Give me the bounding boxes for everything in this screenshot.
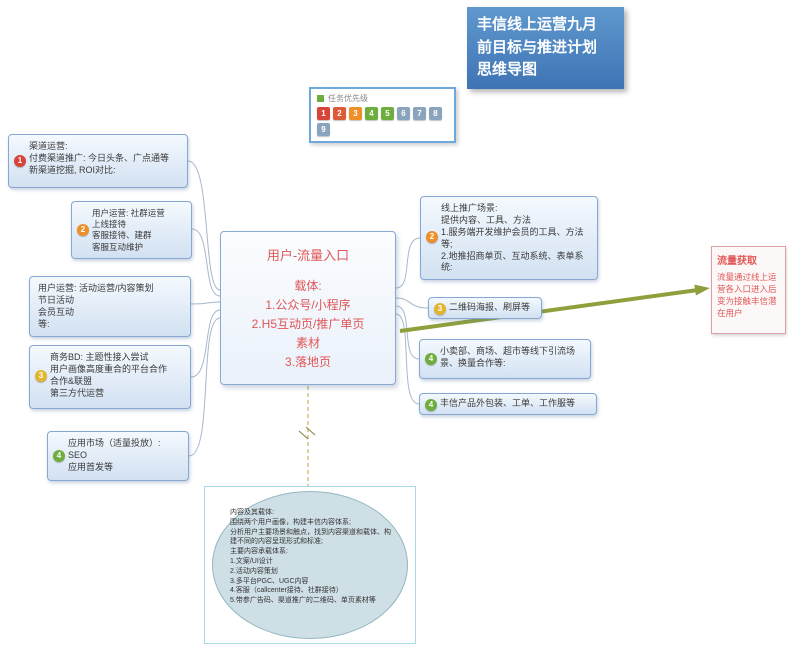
priority-6-button[interactable]: 6 xyxy=(397,107,410,120)
topic-business-bd[interactable]: 3 商务BD: 主题性接入尝试 用户画像高度重合的平台合作 合作&联盟 第三方代… xyxy=(29,345,191,409)
priority-4-button[interactable]: 4 xyxy=(365,107,378,120)
priority-3-icon: 3 xyxy=(434,303,446,315)
topic-text: 用户运营: 活动运营/内容策划 节日活动 会员互动 等: xyxy=(38,283,154,329)
priority-1-button[interactable]: 1 xyxy=(317,107,330,120)
priority-4-icon: 4 xyxy=(53,450,65,462)
map-title[interactable]: 丰信线上运营九月 前目标与推进计划 思维导图 xyxy=(467,7,624,89)
content-ellipse-shape xyxy=(212,491,408,639)
priority-5-button[interactable]: 5 xyxy=(381,107,394,120)
topic-text: 应用市场（适量投放）: SEO 应用首发等 xyxy=(68,438,161,472)
topic-text: 商务BD: 主题性接入尝试 用户画像高度重合的平台合作 合作&联盟 第三方代运营 xyxy=(50,352,168,398)
topic-product-packaging[interactable]: 4 丰信产品外包装、工单、工作服等 xyxy=(419,393,597,415)
relationship-dashed-line xyxy=(298,386,316,486)
connector xyxy=(395,313,420,405)
priority-7-button[interactable]: 7 xyxy=(413,107,426,120)
connector xyxy=(188,317,221,457)
legend-icon xyxy=(317,95,324,102)
topic-user-ops-community[interactable]: 2 用户运营: 社群运营 上线接待 客服接待、建群 客服互动维护 xyxy=(71,201,192,259)
priority-9-button[interactable]: 9 xyxy=(317,123,330,136)
topic-text: 丰信产品外包装、工单、工作服等 xyxy=(440,398,576,408)
priority-4-icon: 4 xyxy=(425,399,437,411)
topic-text: 小卖部、商场、超市等线下引流场景、换量合作等: xyxy=(440,346,576,368)
center-topic-title: 用户-流量入口 xyxy=(266,248,350,263)
priority-1-icon: 1 xyxy=(14,155,26,167)
topic-user-ops-activity[interactable]: 用户运营: 活动运营/内容策划 节日活动 会员互动 等: xyxy=(29,276,191,337)
connector xyxy=(191,228,221,297)
priority-marker-grid: 1 2 3 4 5 6 7 8 9 xyxy=(317,107,449,136)
priority-8-button[interactable]: 8 xyxy=(429,107,442,120)
content-ellipse-text: 内容及其载体: 围绕两个用户画像，构建丰信内容体系; 分析用户主要场景和触点，找… xyxy=(230,509,391,605)
priority-2-icon: 2 xyxy=(426,231,438,243)
topic-offline-traffic[interactable]: 4 小卖部、商场、超市等线下引流场景、换量合作等: xyxy=(419,339,591,379)
connector xyxy=(395,305,420,360)
topic-text: 二维码海报、刷屏等 xyxy=(449,302,531,312)
connector xyxy=(395,237,421,289)
topic-text: 用户运营: 社群运营 上线接待 客服接待、建群 客服互动维护 xyxy=(92,208,165,252)
connector xyxy=(187,160,221,291)
topic-traffic-acquisition[interactable]: 流量获取 流量通过线上运营各入口进入后变为接触丰信潜在用户 xyxy=(711,246,786,334)
legend-label: 任务优先级 xyxy=(328,94,368,103)
priority-2-button[interactable]: 2 xyxy=(333,107,346,120)
topic-app-market[interactable]: 4 应用市场（适量投放）: SEO 应用首发等 xyxy=(47,431,189,481)
priority-2-icon: 2 xyxy=(77,224,89,236)
topic-user-traffic-entry[interactable]: 用户-流量入口 载体: 1.公众号/小程序 2.H5互动页/推广单页 素材 3.… xyxy=(220,231,396,385)
topic-online-promo-scene[interactable]: 2 线上推广场景: 提供内容、工具、方法 1.服务端开发维护会员的工具、方法等;… xyxy=(420,196,598,281)
flow-box-body: 流量通过线上运营各入口进入后变为接触丰信潜在用户 xyxy=(717,272,777,318)
connector xyxy=(190,301,221,305)
topic-channel-ops[interactable]: 1 渠道运营: 付费渠道推广: 今日头条、广点通等 新渠道挖掘, ROI对比: xyxy=(8,134,188,188)
topic-qrcode-poster[interactable]: 3 二维码海报、刷屏等 xyxy=(428,297,542,319)
center-topic-body: 载体: 1.公众号/小程序 2.H5互动页/推广单页 素材 3.落地页 xyxy=(251,279,365,369)
topic-content-carriers[interactable]: 内容及其载体: 围绕两个用户画像，构建丰信内容体系; 分析用户主要场景和触点，找… xyxy=(204,486,416,644)
flow-arrow xyxy=(399,284,710,333)
topic-text: 线上推广场景: 提供内容、工具、方法 1.服务端开发维护会员的工具、方法等; 2… xyxy=(441,203,584,273)
connector xyxy=(190,309,221,378)
topic-text: 渠道运营: 付费渠道推广: 今日头条、广点通等 新渠道挖掘, ROI对比: xyxy=(29,141,170,175)
connector xyxy=(395,297,429,309)
priority-3-icon: 3 xyxy=(35,370,47,382)
flow-box-title: 流量获取 xyxy=(717,256,757,267)
priority-3-button[interactable]: 3 xyxy=(349,107,362,120)
priority-4-icon: 4 xyxy=(425,353,437,365)
priority-legend-panel[interactable]: 任务优先级 1 2 3 4 5 6 7 8 9 xyxy=(309,87,456,143)
